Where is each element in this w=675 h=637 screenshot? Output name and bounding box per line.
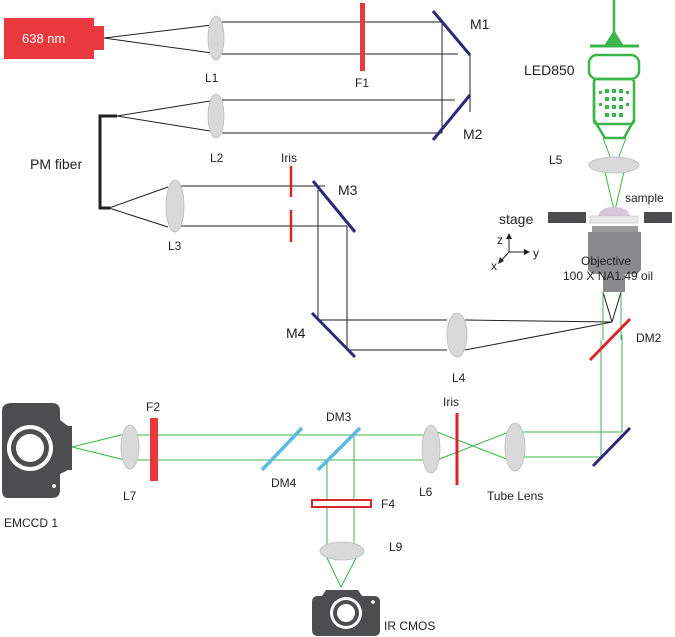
- lens-l7: [120, 424, 140, 470]
- label-f1: F1: [355, 76, 369, 90]
- lens-l5: [588, 156, 640, 174]
- label-l6: L6: [419, 485, 433, 499]
- label-m1: M1: [470, 16, 490, 32]
- label-l9: L9: [389, 540, 403, 554]
- label-m4: M4: [286, 325, 306, 341]
- lens-l6: [421, 424, 441, 474]
- label-axis-x: x: [491, 259, 497, 273]
- label-iris-top: Iris: [281, 151, 297, 165]
- tube-lens: [504, 422, 526, 472]
- label-dm3: DM3: [326, 410, 352, 424]
- objective: [588, 226, 641, 292]
- lens-l2: [207, 93, 225, 139]
- label-axis-y: y: [533, 246, 539, 260]
- label-l7: L7: [123, 489, 137, 503]
- pm-fiber: [98, 114, 117, 210]
- label-pm-fiber: PM fiber: [30, 156, 82, 172]
- label-emccd: EMCCD 1: [4, 516, 58, 530]
- label-f4: F4: [381, 497, 395, 511]
- led-icon: [587, 0, 641, 140]
- dichroic-dm3: [316, 426, 362, 472]
- laser-beam-paths: [103, 21, 622, 351]
- laser-source: 638 nm: [4, 18, 104, 59]
- lens-l4: [446, 312, 468, 358]
- label-objective-2: 100 X NA1.49 oil: [563, 269, 653, 283]
- label-objective-1: Objective: [581, 254, 631, 268]
- label-m3: M3: [338, 182, 358, 198]
- filter-f1: [360, 3, 365, 71]
- label-axis-z: z: [497, 233, 503, 247]
- filter-f4: [311, 499, 372, 508]
- label-iris-bottom: Iris: [443, 395, 459, 409]
- label-l2: L2: [210, 151, 224, 165]
- label-m2: M2: [463, 126, 483, 142]
- mirror-m4: [310, 311, 357, 359]
- label-stage: stage: [499, 211, 533, 227]
- label-l4: L4: [452, 371, 466, 385]
- filter-f2: [150, 418, 158, 481]
- lens-l9: [319, 541, 365, 561]
- label-dm4: DM4: [271, 476, 297, 490]
- mirror-m1: [431, 10, 472, 56]
- labels: L1 F1 M1 M2 L2 PM fiber Iris M3 L3 M4 L4…: [4, 16, 664, 633]
- label-dm2: DM2: [636, 331, 662, 345]
- axes-icon: [498, 233, 530, 264]
- label-f2: F2: [146, 400, 160, 414]
- laser-label: 638 nm: [22, 31, 65, 46]
- imaging-beam-paths: [71, 137, 627, 588]
- dichroic-dm2: [588, 317, 632, 362]
- lens-l3: [165, 179, 185, 233]
- camera-icon: [312, 590, 380, 636]
- label-l5: L5: [549, 153, 563, 167]
- label-l1: L1: [205, 71, 219, 85]
- label-tube-lens: Tube Lens: [487, 489, 543, 503]
- label-sample: sample: [625, 191, 664, 205]
- label-led: LED850: [524, 62, 575, 78]
- label-ir-cmos: IR CMOS: [384, 619, 435, 633]
- dichroic-dm4: [260, 426, 304, 472]
- label-l3: L3: [168, 239, 182, 253]
- mirror-m3: [311, 180, 357, 233]
- mirror-bottom: [591, 426, 632, 468]
- lens-l1: [207, 15, 225, 61]
- camera-icon: [2, 403, 72, 498]
- laser-box: [4, 18, 94, 59]
- sample: [598, 207, 630, 216]
- stage: [548, 207, 672, 224]
- mirror-m2: [431, 94, 472, 141]
